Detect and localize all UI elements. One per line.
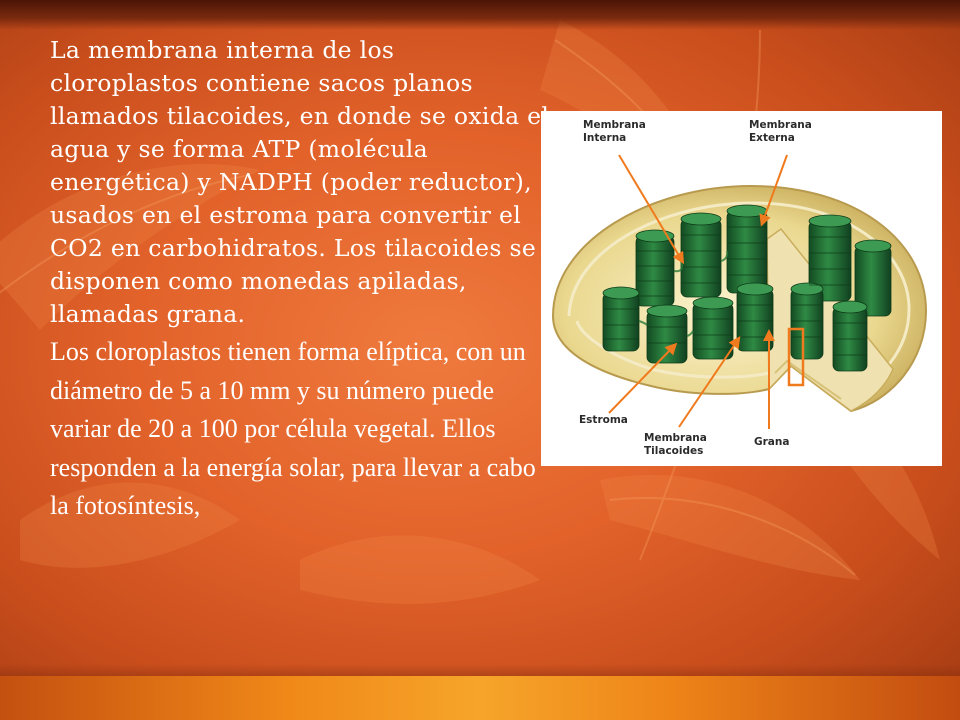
grana-bracket — [787, 327, 805, 387]
top-band — [0, 0, 960, 30]
arrow-membrana-interna — [618, 154, 685, 265]
bottom-band — [0, 664, 960, 720]
label-membrana-tilacoides-2: Tilacoides — [644, 445, 703, 457]
grana-stacks — [602, 204, 892, 372]
arrow-membrana-externa — [759, 154, 788, 227]
label-membrana-externa-1: Membrana — [749, 119, 812, 131]
label-grana: Grana — [754, 436, 789, 448]
chloroplast-diagram: Membrana Interna Membrana Externa Estrom… — [541, 111, 942, 466]
label-membrana-interna-2: Interna — [583, 132, 626, 144]
chloroplast-illustration: Membrana Interna Membrana Externa Estrom… — [551, 119, 928, 457]
arrow-estroma — [608, 342, 678, 414]
label-membrana-interna-1: Membrana — [583, 119, 646, 131]
label-membrana-tilacoides-1: Membrana — [644, 432, 707, 444]
paragraph-chloroplast-shape: Los cloroplastos tienen forma elíptica, … — [50, 337, 536, 520]
arrow-membrana-tilacoides — [678, 336, 741, 428]
label-estroma: Estroma — [579, 414, 628, 426]
label-membrana-externa-2: Externa — [749, 132, 795, 144]
paragraph-thylakoids: La membrana interna de los cloroplastos … — [50, 36, 550, 328]
slide-text: La membrana interna de los cloroplastos … — [50, 34, 550, 526]
